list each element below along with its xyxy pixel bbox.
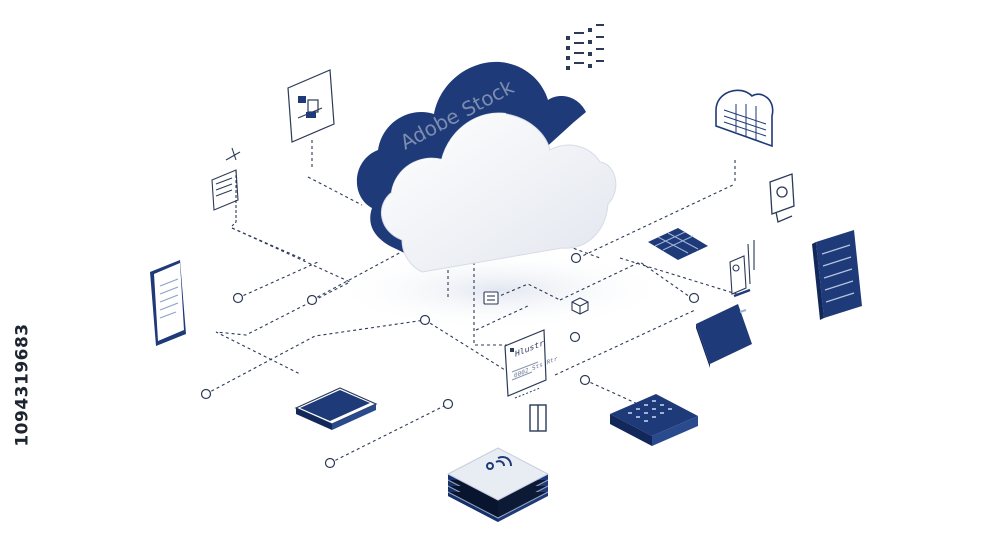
node-dot	[579, 374, 591, 386]
node-dot	[306, 294, 318, 306]
tablet-icon	[294, 387, 378, 430]
lock-icon	[769, 173, 795, 223]
solar-panel-icon	[648, 228, 708, 260]
stock-id-label: 1094319683	[4, 300, 42, 470]
node-dot	[442, 398, 454, 410]
wifi-icon	[486, 456, 512, 470]
cloud-shadow	[330, 250, 670, 330]
network-lines	[205, 140, 741, 464]
router-icon	[696, 304, 752, 368]
stock-id-text: 1094319683	[13, 323, 34, 447]
document-card-icon	[504, 329, 547, 399]
node-dot	[200, 388, 212, 400]
small-glyphs	[483, 291, 589, 315]
small-doc-icon	[483, 291, 499, 305]
node-dot	[570, 252, 582, 264]
node-dot	[232, 292, 244, 304]
cloud-icon	[356, 61, 617, 273]
chip-icon	[610, 394, 698, 446]
smartphone-icon	[150, 260, 186, 346]
node-dot	[419, 314, 431, 326]
bar-chart-document-icon	[287, 69, 335, 143]
network-nodes	[200, 252, 700, 469]
server-rack-icon	[812, 230, 862, 320]
window-icon	[529, 404, 547, 432]
node-dot	[688, 292, 700, 304]
data-list-icon	[566, 24, 604, 70]
node-dot	[324, 457, 336, 469]
server-stack-icon	[446, 447, 550, 522]
web-browser-icon	[715, 89, 774, 148]
sensor-device-icon	[729, 240, 755, 298]
memo-list-icon	[211, 147, 241, 227]
node-dot	[569, 331, 581, 343]
